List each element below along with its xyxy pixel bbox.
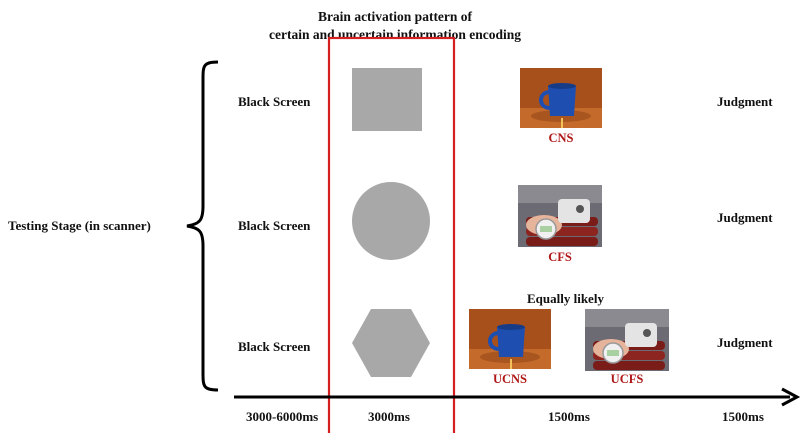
device-photo	[518, 185, 602, 247]
highlight-box	[327, 36, 456, 433]
stimulus-label: UCFS	[610, 372, 644, 386]
device-photo	[585, 309, 669, 371]
stimulus-label: CNS	[548, 131, 574, 145]
stage-brace	[186, 60, 219, 392]
judgment-label: Judgment	[717, 94, 773, 109]
stimulus-label: CFS	[548, 250, 572, 264]
mug-photo	[469, 309, 551, 369]
stage-label: Testing Stage (in scanner)	[8, 218, 151, 233]
mug-photo	[520, 68, 602, 128]
black-screen-label: Black Screen	[238, 218, 311, 233]
black-screen-label: Black Screen	[238, 339, 311, 354]
square-shape	[352, 68, 422, 131]
stimulus-label: UCNS	[492, 372, 528, 386]
timeline-label: 3000ms	[368, 409, 410, 424]
timeline-label: 1500ms	[722, 409, 764, 424]
equally-likely-note: Equally likely	[527, 291, 604, 306]
timeline-label: 3000-6000ms	[246, 409, 319, 424]
black-screen-label: Black Screen	[238, 94, 311, 109]
diagram-title-line-1: Brain activation pattern of	[317, 9, 473, 24]
judgment-label: Judgment	[717, 210, 773, 225]
circle-shape	[352, 182, 430, 260]
time-axis-arrowhead	[781, 387, 801, 407]
hexagon-shape	[352, 309, 430, 377]
judgment-label: Judgment	[717, 335, 773, 350]
timeline-label: 1500ms	[548, 409, 590, 424]
